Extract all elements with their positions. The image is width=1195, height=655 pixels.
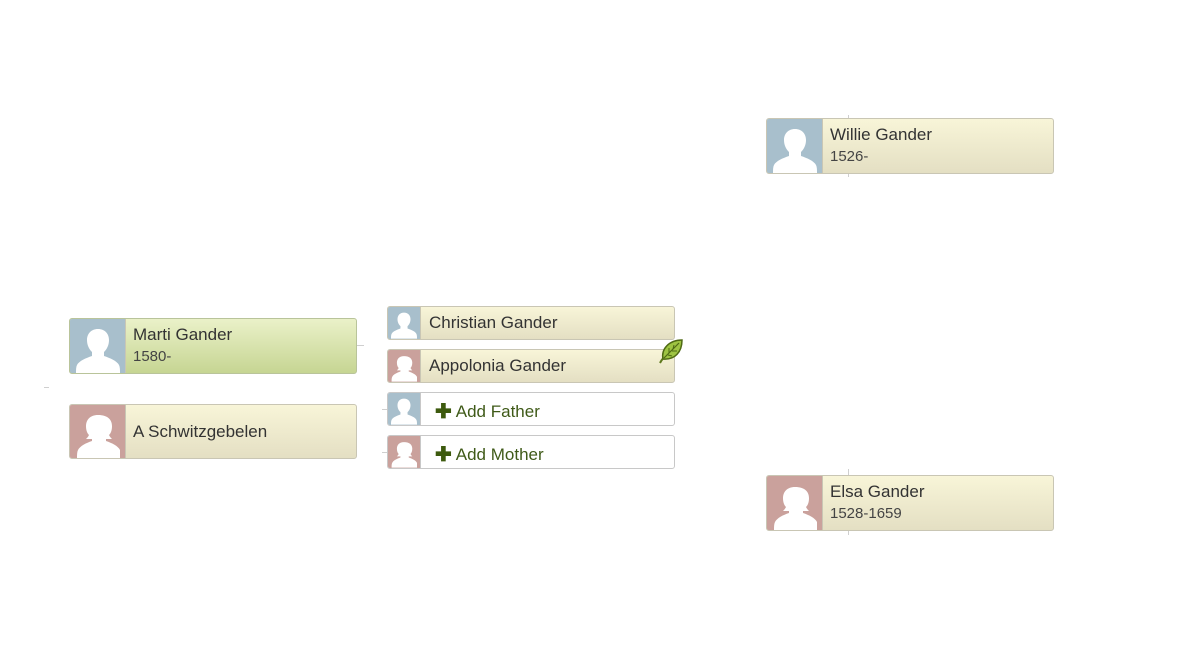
female-silhouette-icon	[388, 350, 421, 382]
add-father-label: ✚Add Father	[435, 401, 540, 423]
leaf-hint-icon[interactable]	[657, 337, 685, 370]
female-silhouette-icon	[70, 405, 126, 458]
male-silhouette-icon	[70, 319, 126, 373]
person-card-marti-gander[interactable]: Marti Gander 1580-	[69, 318, 357, 374]
person-name: Elsa Gander	[830, 482, 925, 501]
female-silhouette-icon	[388, 436, 421, 468]
connector-line	[848, 469, 849, 475]
male-silhouette-icon	[767, 119, 823, 173]
person-card-elsa-gander[interactable]: Elsa Gander 1528-1659	[766, 475, 1054, 531]
male-silhouette-icon	[388, 307, 421, 339]
connector-line	[44, 387, 49, 388]
person-card-willie-gander[interactable]: Willie Gander 1526-	[766, 118, 1054, 174]
person-card-a-schwitzgebelen[interactable]: A Schwitzgebelen	[69, 404, 357, 459]
connector-line	[848, 115, 849, 119]
connector-line	[848, 530, 849, 535]
plus-icon: ✚	[435, 401, 452, 423]
person-card-christian-gander[interactable]: Christian Gander	[387, 306, 675, 340]
connector-line	[382, 409, 388, 410]
male-silhouette-icon	[388, 393, 421, 425]
person-name: A Schwitzgebelen	[133, 422, 268, 441]
person-dates: 1580-	[133, 348, 172, 365]
add-mother-button[interactable]: ✚Add Mother	[387, 435, 675, 469]
person-name: Marti Gander	[133, 325, 233, 344]
person-name: Christian Gander	[429, 313, 558, 332]
connector-line	[848, 173, 849, 177]
person-name: Willie Gander	[830, 125, 933, 144]
person-dates: 1528-1659	[830, 505, 902, 522]
add-father-button[interactable]: ✚Add Father	[387, 392, 675, 426]
female-silhouette-icon	[767, 476, 823, 530]
person-card-appolonia-gander[interactable]: Appolonia Gander	[387, 349, 675, 383]
connector-line	[356, 345, 364, 346]
connector-line	[382, 452, 388, 453]
person-name: Appolonia Gander	[429, 356, 567, 375]
person-dates: 1526-	[830, 148, 869, 165]
add-mother-label: ✚Add Mother	[435, 444, 544, 466]
plus-icon: ✚	[435, 444, 452, 466]
